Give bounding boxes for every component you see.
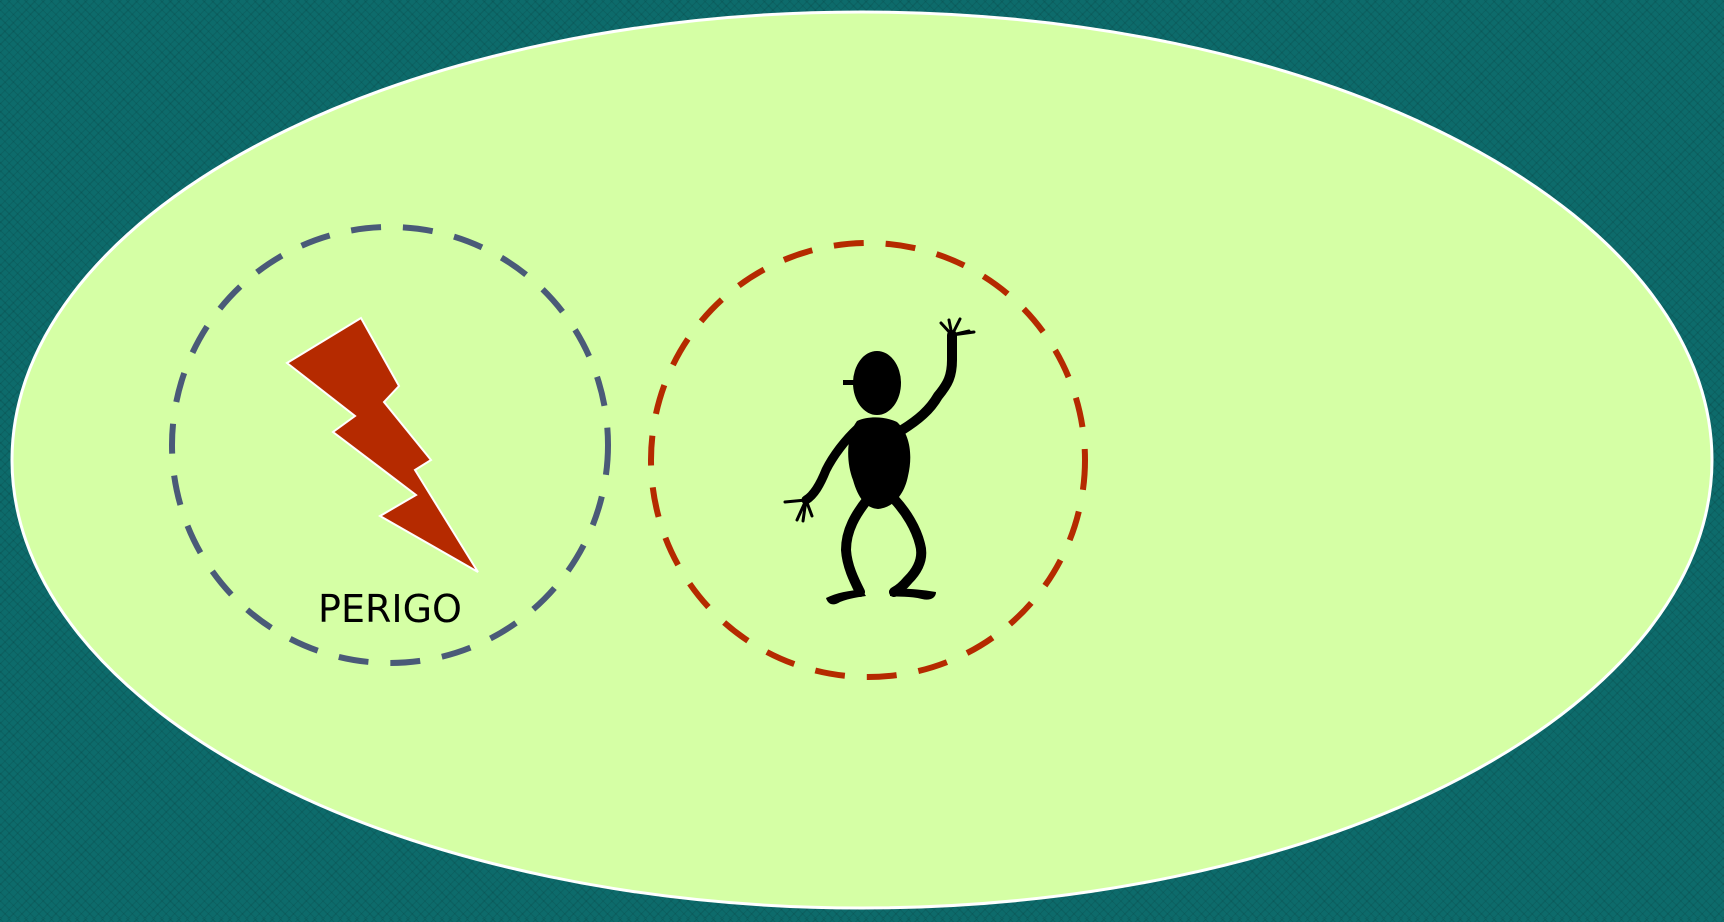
person-lower-hand	[783, 498, 814, 523]
person-raised-hand	[939, 317, 976, 337]
person-cap-brim	[843, 380, 859, 385]
person-torso	[848, 417, 911, 509]
person-right-foot	[890, 588, 936, 600]
person-raised-arm	[897, 330, 957, 435]
person-right-leg	[889, 495, 927, 597]
person-left-foot	[826, 590, 866, 605]
person-circle	[648, 240, 1088, 680]
lightning-bolt-icon	[285, 316, 479, 573]
danger-circle	[169, 224, 611, 666]
waving-person-icon	[783, 317, 976, 605]
person-lower-arm	[801, 423, 863, 505]
danger-label: PERIGO	[318, 587, 462, 631]
person-head	[853, 351, 901, 415]
person-left-leg	[841, 495, 872, 597]
